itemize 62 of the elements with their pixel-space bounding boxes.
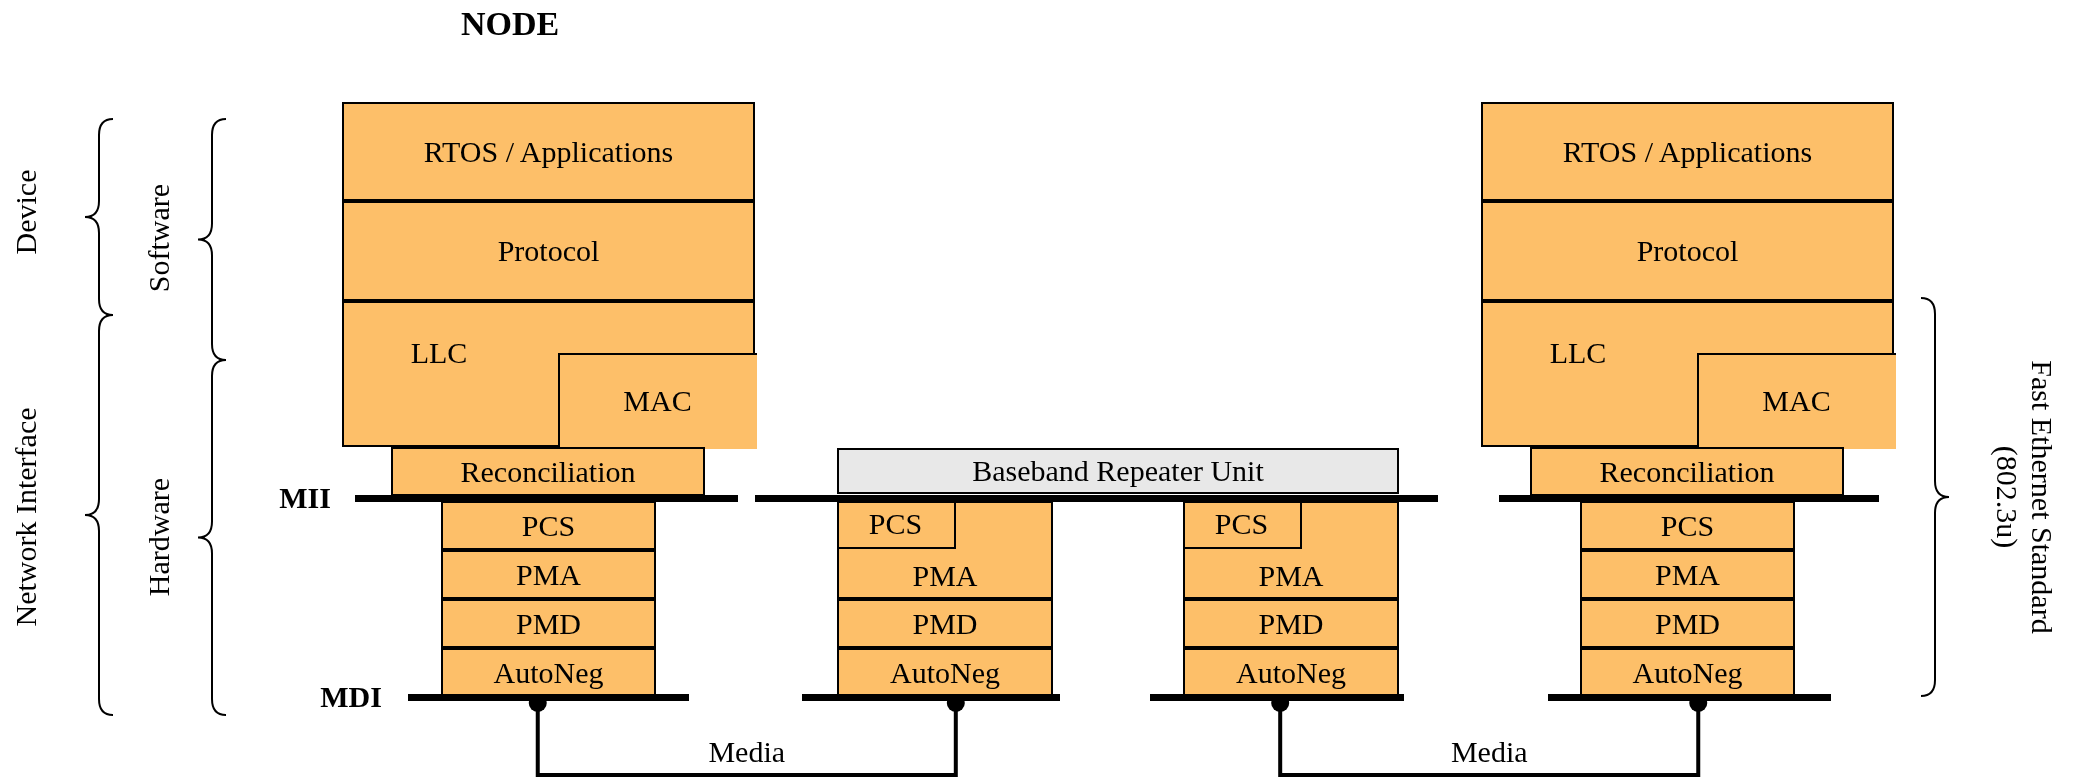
layer-box <box>342 102 755 201</box>
layer-label: AutoNeg <box>1236 657 1346 688</box>
side-label: Network Interface <box>8 407 43 627</box>
side-label: Software <box>141 183 176 293</box>
layer-label: Baseband Repeater Unit <box>972 456 1264 486</box>
layer-box <box>441 550 656 599</box>
layer-box <box>1481 102 1894 201</box>
layer-label: RTOS / Applications <box>1562 136 1813 167</box>
layer-box <box>441 648 656 697</box>
layer-box <box>342 301 755 447</box>
layer-label: PMD <box>1258 608 1324 639</box>
layer-label: AutoNeg <box>890 657 1000 688</box>
layer-label: PMA <box>1258 561 1324 591</box>
layer-label: LLC <box>1549 338 1607 368</box>
layer-box <box>837 501 1053 599</box>
layer-box <box>1580 501 1795 550</box>
side-label: Fast Ethernet Standard (802.3u) <box>1990 359 2059 636</box>
layer-box <box>1183 648 1399 697</box>
layer-label: AutoNeg <box>1632 657 1743 688</box>
layer-box <box>441 501 656 550</box>
layer-box <box>1580 599 1795 648</box>
layer-box <box>1185 503 1302 549</box>
layer-label: MAC <box>623 386 692 416</box>
layer-box <box>837 599 1053 648</box>
layer-box <box>391 447 705 496</box>
layer-label: Reconciliation <box>1599 456 1775 487</box>
side-label: Device <box>8 169 43 255</box>
interface-label: MII <box>279 480 331 516</box>
layer-box <box>558 353 757 449</box>
layer-label: PMA <box>516 559 581 590</box>
layer-label: PMD <box>912 608 978 639</box>
layer-box <box>441 599 656 648</box>
layer-label: LLC <box>410 338 468 368</box>
layer-box <box>1481 201 1894 301</box>
layer-label: PMA <box>1655 559 1720 590</box>
layer-box <box>342 201 755 301</box>
interface-label: MDI <box>320 679 382 715</box>
layer-box <box>837 648 1053 697</box>
layer-box <box>1530 447 1844 496</box>
side-label: Hardware <box>141 477 176 597</box>
layer-box <box>1183 501 1399 599</box>
layer-box <box>839 503 956 549</box>
layer-label: MAC <box>1762 386 1831 416</box>
layer-label: Protocol <box>1636 236 1739 266</box>
title: NODE <box>460 4 560 44</box>
layer-box <box>1481 301 1894 447</box>
layer-label: PCS <box>868 509 923 539</box>
layer-label: PCS <box>521 510 576 541</box>
layer-label: Protocol <box>497 236 600 266</box>
layer-label: PCS <box>1660 510 1715 541</box>
layer-label: PMA <box>912 561 978 591</box>
layer-label: PMD <box>1655 608 1720 639</box>
layer-label: RTOS / Applications <box>423 136 674 167</box>
layer-label: AutoNeg <box>493 657 604 688</box>
layer-label: PCS <box>1214 509 1269 539</box>
layer-box <box>837 448 1399 494</box>
layer-box <box>1580 550 1795 599</box>
layer-label: PMD <box>516 608 581 639</box>
layer-label: Reconciliation <box>460 456 636 487</box>
layer-box <box>1697 353 1896 449</box>
layer-box <box>1183 599 1399 648</box>
layer-box <box>1580 648 1795 697</box>
